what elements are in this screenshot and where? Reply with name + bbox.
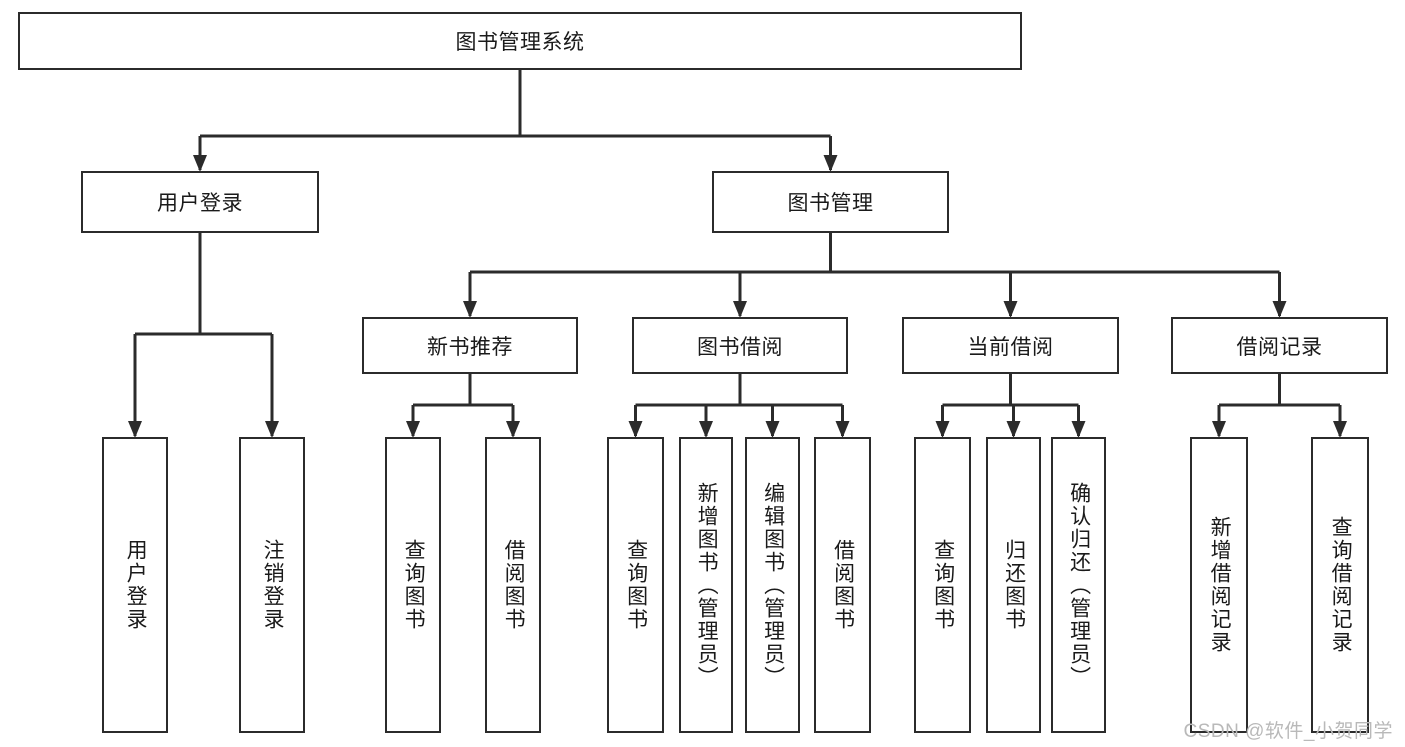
node-leaf-query-book-borrowing[interactable]: 查询图书 [607, 437, 664, 733]
node-leaf-query-borrowing-record[interactable]: 查询借阅记录 [1311, 437, 1369, 733]
leaf-label: 新增借阅记录 [1208, 516, 1232, 654]
node-borrowing-record[interactable]: 借阅记录 [1171, 317, 1388, 374]
leaf-label: 借阅图书 [831, 539, 855, 631]
node-leaf-add-borrowing-record[interactable]: 新增借阅记录 [1190, 437, 1248, 733]
node-leaf-query-book-recommendation[interactable]: 查询图书 [385, 437, 441, 733]
watermark-text: CSDN @软件_小贺同学 [1183, 721, 1393, 742]
leaf-label: 归还图书 [1002, 539, 1026, 631]
node-leaf-confirm-return-admin[interactable]: 确认归还（管理员） [1051, 437, 1106, 733]
node-leaf-borrow-book-recommendation[interactable]: 借阅图书 [485, 437, 541, 733]
node-leaf-query-book-current[interactable]: 查询图书 [914, 437, 971, 733]
leaf-label: 查询借阅记录 [1329, 516, 1353, 654]
node-leaf-edit-book-admin[interactable]: 编辑图书（管理员） [745, 437, 800, 733]
node-book-management[interactable]: 图书管理 [712, 171, 949, 233]
node-leaf-logout[interactable]: 注销登录 [239, 437, 305, 733]
node-leaf-return-book[interactable]: 归还图书 [986, 437, 1041, 733]
node-leaf-borrow-book-borrowing[interactable]: 借阅图书 [814, 437, 871, 733]
node-root-book-management-system[interactable]: 图书管理系统 [18, 12, 1022, 70]
leaf-label: 确认归还（管理员） [1067, 481, 1091, 689]
leaf-label: 查询图书 [624, 539, 648, 631]
node-leaf-add-book-admin[interactable]: 新增图书（管理员） [679, 437, 733, 733]
leaf-label: 注销登录 [261, 539, 285, 631]
node-current-borrowing[interactable]: 当前借阅 [902, 317, 1119, 374]
node-user-login[interactable]: 用户登录 [81, 171, 319, 233]
leaf-label: 新增图书（管理员） [695, 481, 719, 689]
leaf-label: 借阅图书 [502, 539, 526, 631]
node-new-book-recommendation[interactable]: 新书推荐 [362, 317, 578, 374]
leaf-label: 查询图书 [931, 539, 955, 631]
leaf-label: 用户登录 [124, 539, 148, 631]
leaf-label: 查询图书 [402, 539, 426, 631]
node-book-borrowing[interactable]: 图书借阅 [632, 317, 848, 374]
leaf-label: 编辑图书（管理员） [761, 481, 785, 689]
node-leaf-user-login[interactable]: 用户登录 [102, 437, 168, 733]
